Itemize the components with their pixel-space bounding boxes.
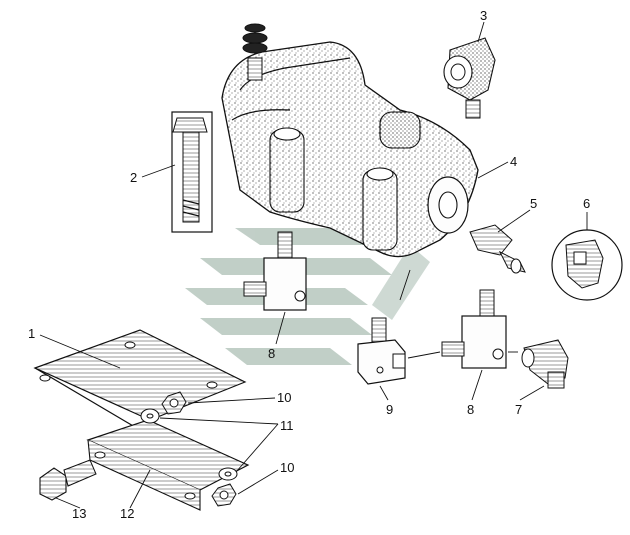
part-11-washer-lower (218, 467, 238, 481)
part-8-tee-fitting-left (243, 231, 307, 311)
callout-7: 7 (515, 402, 522, 417)
callout-8-right: 8 (467, 402, 474, 417)
callout-5: 5 (530, 196, 537, 211)
part-9-block-fitting (357, 317, 406, 385)
callout-9: 9 (386, 402, 393, 417)
callout-labels: 1 2 3 4 5 6 7 8 8 9 10 10 11 12 13 (28, 8, 590, 521)
callout-8-left: 8 (268, 346, 275, 361)
callout-2: 2 (130, 170, 137, 185)
callout-3: 3 (480, 8, 487, 23)
callout-11: 11 (280, 418, 294, 433)
part-10-nut-lower (211, 483, 237, 507)
callout-10-lower: 10 (280, 460, 294, 475)
part-13-short-bolt (39, 459, 97, 501)
part-4-valve-housing (221, 41, 479, 258)
part-8-tee-fitting-right (441, 289, 507, 369)
part-3-elbow-fitting (443, 37, 496, 119)
part-10-nut-upper (161, 391, 187, 415)
callout-4: 4 (510, 154, 517, 169)
part-1-upper-bracket (33, 329, 247, 431)
part-12-lower-bracket (86, 419, 250, 511)
part-6-elbow-detail (551, 229, 623, 301)
part-5-straight-fitting (469, 224, 526, 274)
callout-12: 12 (120, 506, 134, 521)
leader-lines (39, 21, 588, 509)
callout-10-upper: 10 (277, 390, 291, 405)
part-7-elbow (521, 339, 569, 389)
callout-13: 13 (72, 506, 86, 521)
callout-1: 1 (28, 326, 35, 341)
part-11-washer-upper (140, 408, 160, 424)
breather-cap (242, 23, 268, 81)
part-2-long-bolt (171, 111, 213, 233)
callout-6: 6 (583, 196, 590, 211)
